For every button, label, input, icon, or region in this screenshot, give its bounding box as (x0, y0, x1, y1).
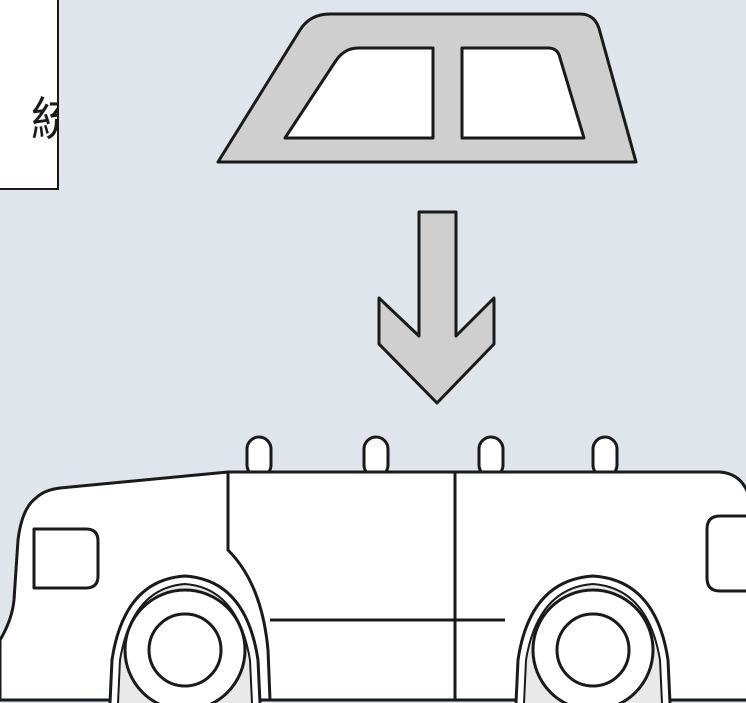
label-text: 統 (31, 96, 57, 142)
rear-window-opening (283, 46, 435, 140)
roof-frame-part (216, 12, 638, 164)
rear-door-seam (226, 472, 272, 701)
label-box: 統 (0, 0, 59, 190)
car-body (0, 435, 746, 703)
rear-light (32, 527, 100, 590)
front-hubcap (555, 612, 631, 688)
down-arrow-icon (377, 210, 496, 405)
front-light (705, 514, 746, 593)
front-window-opening (460, 46, 586, 140)
rear-hubcap (147, 612, 223, 688)
